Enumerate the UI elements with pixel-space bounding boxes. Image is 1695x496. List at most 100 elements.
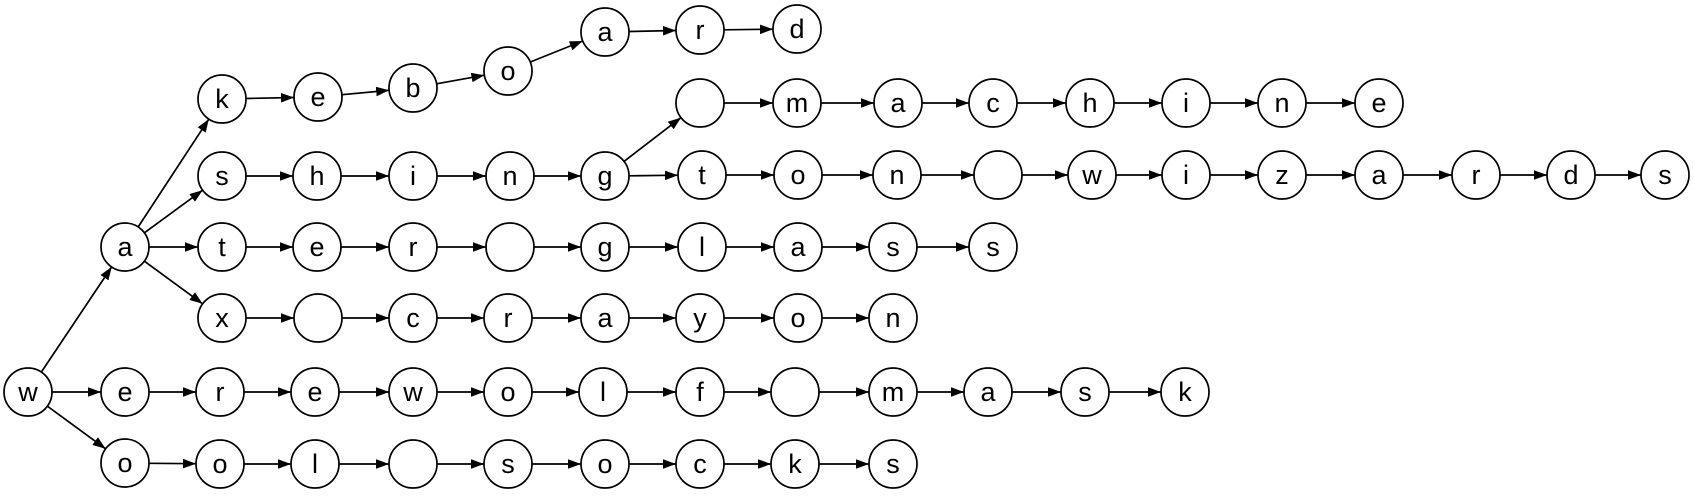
- node-label: s: [986, 232, 1000, 262]
- node-circle: [388, 222, 438, 272]
- edge-arrow-g1-sp1: [623, 116, 682, 163]
- node-label: g: [597, 232, 612, 262]
- node-label: c: [406, 303, 420, 333]
- node-circle: [1161, 78, 1211, 128]
- trie-node-e5-e: e: [290, 367, 340, 417]
- node-label: s: [1658, 160, 1672, 190]
- node-label: i: [1183, 88, 1189, 118]
- node-circle: [580, 7, 630, 57]
- trie-node-z1-z: z: [1257, 150, 1307, 200]
- trie-node-a2-a: a: [580, 7, 630, 57]
- trie-node-space-sp5: [770, 367, 820, 417]
- node-label: e: [310, 82, 325, 112]
- node-circle: [197, 293, 247, 343]
- node-label: w: [17, 377, 38, 407]
- node-circle: [1257, 78, 1307, 128]
- node-label: o: [597, 449, 612, 479]
- trie-node-k3-k: k: [770, 439, 820, 489]
- trie-node-e4-e: e: [100, 367, 150, 417]
- node-circle: [773, 150, 823, 200]
- trie-node-n1-n: n: [485, 151, 535, 201]
- node-label: s: [215, 161, 229, 191]
- trie-node-c1-c: c: [968, 78, 1018, 128]
- edge-arrow-a1-s1: [143, 189, 204, 234]
- trie-node-a6-a: a: [580, 293, 630, 343]
- node-circle: [868, 367, 918, 417]
- trie-node-t2-t: t: [197, 222, 247, 272]
- trie-node-d2-d: d: [1546, 150, 1596, 200]
- node-label: t: [218, 232, 226, 262]
- node-label: t: [698, 160, 706, 190]
- trie-node-m2-m: m: [868, 367, 918, 417]
- trie-node-space-sp3: [485, 222, 535, 272]
- node-label: s: [1078, 377, 1092, 407]
- trie-node-k1-k: k: [197, 74, 247, 124]
- edges-layer: [40, 24, 1641, 469]
- node-label: r: [216, 377, 225, 407]
- trie-node-s4-s: s: [968, 222, 1018, 272]
- node-circle: [772, 78, 822, 128]
- edge-arrow-a1-k1: [137, 118, 210, 228]
- trie-node-b1-b: b: [388, 63, 438, 113]
- node-label: f: [696, 377, 704, 407]
- node-label: w: [1081, 160, 1102, 190]
- node-circle: [100, 222, 150, 272]
- trie-node-o6-o: o: [195, 439, 245, 489]
- node-label: e: [307, 377, 322, 407]
- edge-arrow-r1-d1: [723, 24, 774, 35]
- node-label: s: [886, 449, 900, 479]
- node-label: d: [1563, 160, 1578, 190]
- node-label: a: [790, 232, 806, 262]
- node-circle: [773, 222, 823, 272]
- node-circle: [483, 367, 533, 417]
- node-circle: [1065, 78, 1115, 128]
- node-label: o: [500, 377, 515, 407]
- node-label: k: [788, 449, 802, 479]
- node-label: r: [409, 232, 418, 262]
- node-label: k: [1178, 377, 1192, 407]
- node-circle: [580, 439, 630, 489]
- trie-node-f1-f: f: [675, 367, 725, 417]
- node-circle: [293, 293, 343, 343]
- node-circle: [770, 439, 820, 489]
- node-circle: [195, 367, 245, 417]
- node-label: y: [693, 303, 707, 333]
- trie-node-s2-s: s: [1640, 150, 1690, 200]
- node-label: a: [1371, 160, 1387, 190]
- edge-arrow-e1-b1: [341, 86, 390, 97]
- node-circle: [1067, 150, 1117, 200]
- node-circle: [1161, 150, 1211, 200]
- node-label: l: [699, 232, 705, 262]
- trie-node-n4-n: n: [868, 293, 918, 343]
- node-label: c: [986, 88, 1000, 118]
- node-circle: [675, 5, 725, 55]
- trie-node-l3-l: l: [290, 439, 340, 489]
- edge-arrow-o1-a2: [529, 40, 584, 63]
- trie-node-i3-i: i: [1161, 150, 1211, 200]
- node-label: x: [215, 303, 229, 333]
- trie-node-a3-a: a: [873, 78, 923, 128]
- node-label: d: [789, 14, 804, 44]
- node-label: r: [1472, 160, 1481, 190]
- trie-node-w1-w: w: [1067, 150, 1117, 200]
- node-label: a: [597, 303, 613, 333]
- node-circle: [580, 293, 630, 343]
- node-circle: [580, 151, 630, 201]
- node-circle: [1354, 150, 1404, 200]
- node-label: m: [882, 377, 905, 407]
- node-circle: [388, 439, 438, 489]
- node-label: l: [312, 449, 318, 479]
- trie-node-space-sp6: [388, 439, 438, 489]
- node-label: n: [1274, 88, 1289, 118]
- trie-node-o5-o: o: [100, 438, 150, 488]
- edge-arrow-a2-r1: [628, 25, 677, 36]
- edge-arrow-a1-x1: [143, 260, 204, 305]
- trie-node-d1-d: d: [772, 4, 822, 54]
- trie-node-r1-r: r: [675, 5, 725, 55]
- node-label: n: [889, 160, 904, 190]
- node-circle: [1451, 150, 1501, 200]
- node-label: b: [405, 73, 420, 103]
- trie-node-c2-c: c: [388, 293, 438, 343]
